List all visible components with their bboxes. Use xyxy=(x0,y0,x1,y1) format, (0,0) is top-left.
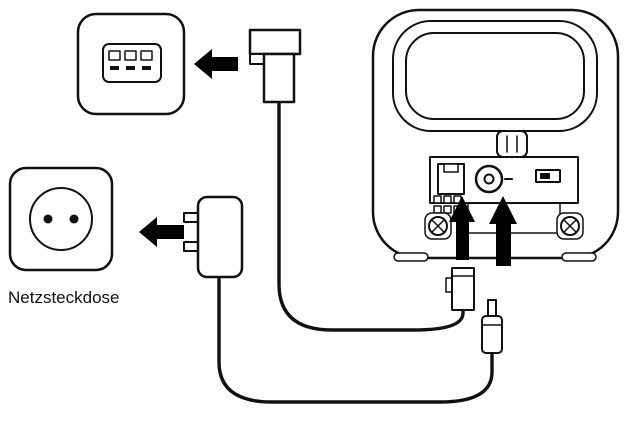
screw-left xyxy=(424,212,452,240)
base-foot xyxy=(561,252,597,262)
power-port xyxy=(474,164,513,194)
phone-port xyxy=(437,163,465,195)
arrow-left-icon xyxy=(194,49,238,79)
power-barrel-plug-icon xyxy=(481,299,503,354)
socket-slot xyxy=(140,50,153,61)
plug-body xyxy=(262,52,296,104)
power-socket-label: Netzsteckdose xyxy=(8,288,120,307)
power-adapter-icon xyxy=(183,195,244,279)
phone-cable-plug-icon xyxy=(445,267,475,311)
socket-pin xyxy=(142,66,151,70)
socket-pin xyxy=(126,66,135,70)
screw-right xyxy=(556,212,584,240)
slide-switch xyxy=(535,169,561,183)
clamp-body xyxy=(496,130,528,158)
phone-plug-icon xyxy=(248,28,302,104)
phone-port-jack xyxy=(437,163,465,195)
base-inner-recess xyxy=(405,32,585,120)
plug-head xyxy=(248,28,302,56)
socket-slot xyxy=(108,50,121,61)
socket-pin xyxy=(110,66,119,70)
barrel-body xyxy=(481,315,503,354)
outlet-well xyxy=(29,187,93,251)
connector-body xyxy=(451,267,475,311)
cable-clamp xyxy=(496,130,528,158)
power-cable xyxy=(217,275,494,404)
base-foot xyxy=(393,252,429,262)
base-station-rear-icon xyxy=(371,8,620,262)
plug-clip xyxy=(249,53,265,65)
socket-slot xyxy=(124,50,137,61)
phone-wall-socket-icon xyxy=(76,12,186,116)
switch-knob xyxy=(540,173,550,179)
outlet-hole xyxy=(69,214,79,224)
base-inner-rim xyxy=(392,20,598,132)
power-outlet-icon xyxy=(8,166,114,272)
adapter-body xyxy=(196,195,244,279)
arrow-up-icon xyxy=(489,196,517,266)
outlet-hole xyxy=(43,214,53,224)
barrel-tip xyxy=(487,299,497,318)
arrow-left-icon xyxy=(139,217,184,247)
phone-port-notch xyxy=(443,163,459,173)
power-port-pin xyxy=(483,173,495,185)
connector-clip xyxy=(445,277,453,293)
socket-face xyxy=(102,43,162,83)
arrow-up-icon xyxy=(449,196,475,260)
phone-cable xyxy=(277,100,465,332)
